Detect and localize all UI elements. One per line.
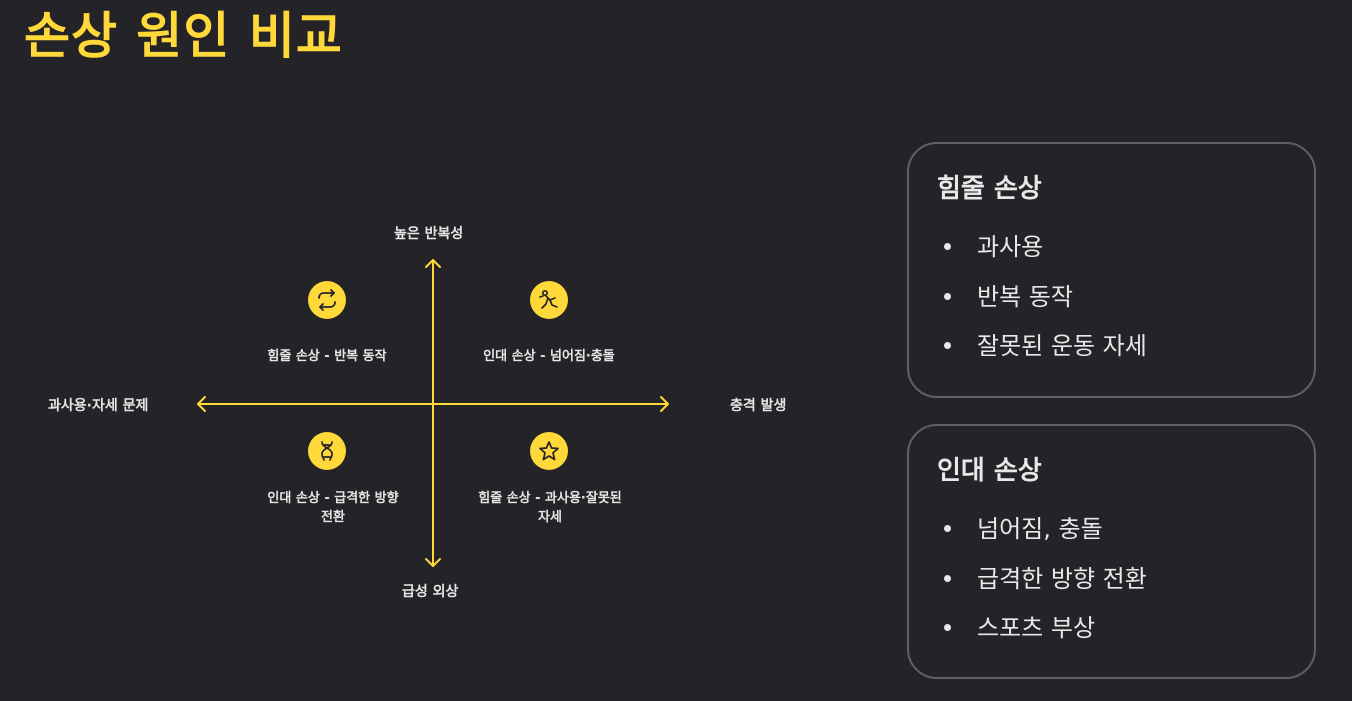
quadrant-label-bottom-left: 인대 손상 - 급격한 방향 전환 — [247, 489, 419, 527]
quadrant-label-top-left: 힘줄 손상 - 반복 동작 — [267, 349, 387, 364]
axis-label-top: 높은 반복성 — [394, 226, 464, 242]
list-item: 넘어짐, 충돌 — [937, 514, 1147, 564]
quadrant-label-top-right: 인대 손상 - 넘어짐·충돌 — [483, 349, 615, 364]
quadrant-label-bottom-right-line2: 자세 — [538, 510, 562, 525]
list-item: 반복 동작 — [937, 282, 1147, 332]
bullet-icon — [944, 525, 951, 532]
repeat-arrows-icon — [308, 281, 346, 319]
quadrant-label-bottom-right: 힘줄 손상 - 과사용·잘못된 자세 — [460, 489, 640, 527]
axis-label-bottom: 급성 외상 — [402, 584, 459, 600]
axis-label-right: 충격 발생 — [730, 398, 787, 414]
list-item-text: 스포츠 부상 — [977, 614, 1096, 642]
page-title: 손상 원인 비교 — [24, 7, 343, 65]
quadrant-label-bottom-left-line1: 인대 손상 - 급격한 방향 — [267, 491, 399, 506]
card-heading: 인대 손상 — [937, 456, 1042, 486]
quadrant-label-bottom-right-line1: 힘줄 손상 - 과사용·잘못된 — [478, 491, 622, 506]
card-list: 과사용 반복 동작 잘못된 운동 자세 — [937, 232, 1147, 381]
quadrant-label-bottom-left-line2: 전환 — [321, 510, 345, 525]
list-item-text: 반복 동작 — [977, 282, 1073, 311]
bullet-icon — [944, 342, 951, 349]
axis-label-left: 과사용·자세 문제 — [48, 398, 149, 414]
star-icon — [530, 432, 568, 470]
list-item-text: 과사용 — [977, 233, 1044, 261]
list-item: 스포츠 부상 — [937, 613, 1147, 663]
bullet-icon — [944, 292, 951, 300]
axes-graphic — [197, 259, 669, 567]
axis-arrow-right — [660, 396, 669, 412]
axis-arrow-down — [425, 558, 441, 567]
bullet-icon — [944, 574, 951, 582]
list-item: 잘못된 운동 자세 — [937, 331, 1147, 381]
ligament-injury-card: 인대 손상 넘어짐, 충돌 급격한 방향 전환 스포츠 부상 — [907, 424, 1316, 679]
bullet-icon — [944, 243, 951, 250]
axis-arrow-up — [425, 259, 441, 268]
axis-arrow-left — [197, 396, 206, 412]
list-item: 과사용 — [937, 232, 1147, 282]
tendon-injury-card: 힘줄 손상 과사용 반복 동작 잘못된 운동 자세 — [907, 142, 1316, 398]
quadrant-diagram: 높은 반복성 급성 외상 과사용·자세 문제 충격 발생 힘줄 손상 - 반복 … — [48, 226, 787, 600]
list-item-text: 넘어짐, 충돌 — [977, 515, 1103, 543]
list-item: 급격한 방향 전환 — [937, 564, 1147, 614]
list-item-text: 잘못된 운동 자세 — [977, 332, 1147, 360]
dna-twist-icon — [308, 432, 346, 470]
falling-person-icon — [530, 281, 568, 319]
bullet-icon — [944, 624, 951, 631]
card-list: 넘어짐, 충돌 급격한 방향 전환 스포츠 부상 — [937, 514, 1147, 663]
list-item-text: 급격한 방향 전환 — [977, 564, 1147, 593]
card-heading: 힘줄 손상 — [937, 174, 1042, 204]
